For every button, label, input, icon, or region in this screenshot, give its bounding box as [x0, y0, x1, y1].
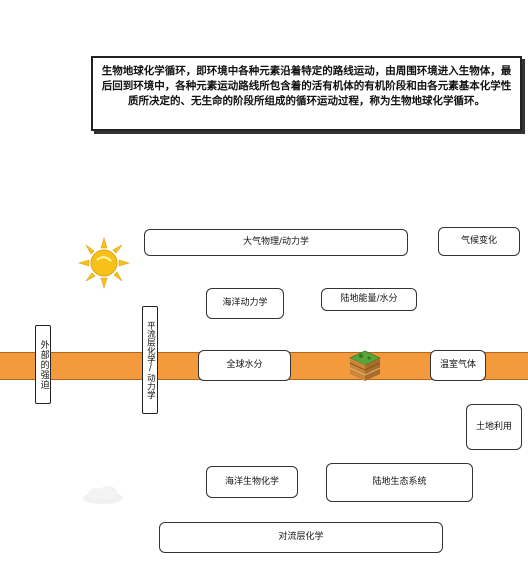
sun-icon [77, 236, 131, 290]
troposphere-chem-box: 对流层化学 [159, 522, 443, 553]
greenhouse-gas-box: 温室气体 [430, 350, 486, 381]
cloud-icon [83, 486, 123, 504]
soil-layers-icon [349, 350, 381, 381]
land-energy-water-box: 陆地能量/水分 [321, 288, 417, 311]
stratosphere-chem-box: 平流层化学/动力学 [142, 306, 158, 414]
climate-change-box: 气候变化 [438, 227, 520, 256]
ocean-biochem-box: 海洋生物化学 [206, 466, 298, 498]
atmosphere-physics-box: 大气物理/动力学 [144, 229, 408, 256]
global-water-box: 全球水分 [198, 350, 291, 381]
definition-text: 生物地球化学循环，即环境中各种元素沿着特定的路线运动，由周围环境进入生物体，最后… [101, 65, 512, 108]
definition-text-box: 生物地球化学循环，即环境中各种元素沿着特定的路线运动，由周围环境进入生物体，最后… [91, 56, 522, 131]
terrestrial-ecosystem-box: 陆地生态系统 [326, 463, 473, 502]
ocean-dynamics-box: 海洋动力学 [206, 288, 284, 319]
external-forcing-box: 外部的强迫 [35, 325, 51, 404]
land-use-box: 土地利用 [466, 404, 522, 450]
